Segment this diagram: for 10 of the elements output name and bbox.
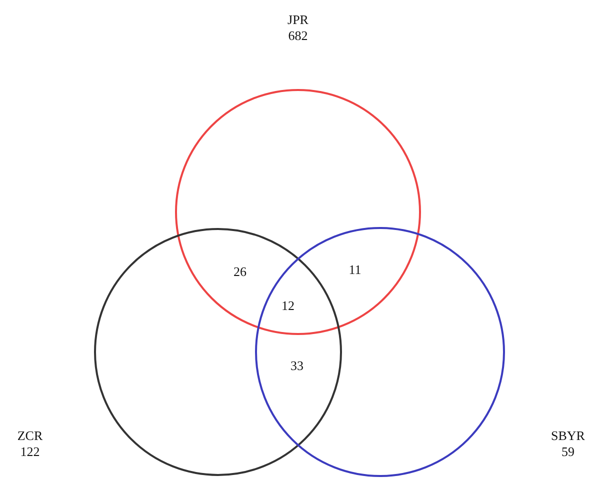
intersection-count: 12 (282, 298, 294, 314)
set-count: 122 (19, 444, 41, 460)
set-count: 682 (288, 28, 308, 44)
intersection-count: 26 (234, 264, 246, 280)
set-name: SBYR (551, 428, 585, 444)
intersection-count: 33 (290, 358, 304, 374)
set-count: 59 (560, 444, 576, 460)
intersection-count: 11 (348, 262, 362, 278)
set-name: JPR (288, 12, 308, 28)
set-name: ZCR (17, 428, 43, 444)
